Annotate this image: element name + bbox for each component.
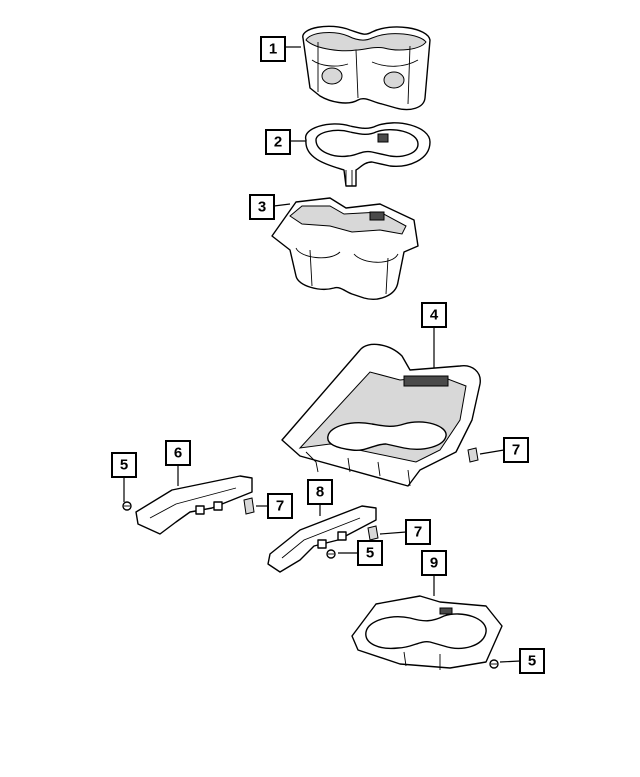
callout-2: 2 xyxy=(265,129,291,155)
part-9-base-mat xyxy=(351,595,503,670)
part-4-console-bezel xyxy=(281,343,481,487)
callout-7-label: 7 xyxy=(512,442,520,459)
retainer-clip xyxy=(243,497,255,515)
leader-lines xyxy=(123,46,521,663)
callout-5-label: 5 xyxy=(120,457,128,474)
callout-5-label: 5 xyxy=(528,653,536,670)
callout-3-label: 3 xyxy=(258,199,266,216)
callout-5: 5 xyxy=(357,540,383,566)
callout-8-label: 8 xyxy=(316,484,324,501)
part-2-trim-ring xyxy=(305,122,431,187)
callout-7-label: 7 xyxy=(414,524,422,541)
callout-5-label: 5 xyxy=(366,545,374,562)
fastener-screw xyxy=(122,501,132,511)
callout-4-label: 4 xyxy=(430,307,439,324)
callout-6-label: 6 xyxy=(174,445,182,462)
callout-1-label: 1 xyxy=(269,41,277,58)
callout-7: 7 xyxy=(405,519,431,545)
callout-5: 5 xyxy=(519,648,545,674)
callout-5: 5 xyxy=(111,452,137,478)
callout-2-label: 2 xyxy=(274,134,282,151)
callout-4: 4 xyxy=(421,302,447,328)
fastener-screw xyxy=(489,659,499,669)
part-8-right-trim xyxy=(267,505,377,573)
retainer-clip xyxy=(367,525,379,541)
callout-7: 7 xyxy=(503,437,529,463)
callout-7-label: 7 xyxy=(276,498,284,515)
part-6-left-trim xyxy=(135,475,253,535)
fastener-screw xyxy=(326,549,336,559)
part-1-cup-holder-insert xyxy=(302,25,431,111)
callout-3: 3 xyxy=(249,194,275,220)
callout-9: 9 xyxy=(421,550,447,576)
callout-1: 1 xyxy=(260,36,286,62)
callout-7: 7 xyxy=(267,493,293,519)
callout-6: 6 xyxy=(165,440,191,466)
callout-9-label: 9 xyxy=(430,555,438,572)
part-3-cup-holder-bin xyxy=(271,197,419,300)
callout-8: 8 xyxy=(307,479,333,505)
retainer-clip xyxy=(467,447,479,463)
